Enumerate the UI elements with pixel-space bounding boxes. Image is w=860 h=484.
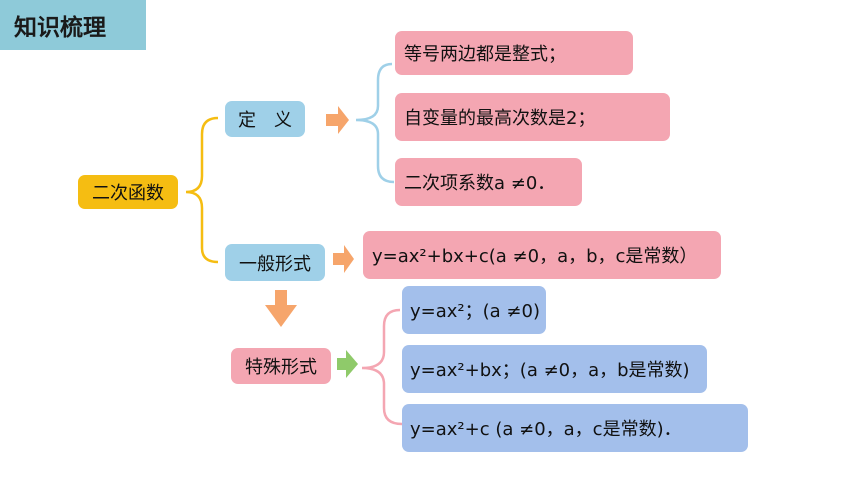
special-item-text: y=ax²；(a ≠0) bbox=[410, 301, 540, 322]
arrow-right-icon bbox=[326, 106, 349, 134]
special-item-text: y=ax²+bx；(a ≠0，a，b是常数) bbox=[410, 360, 690, 381]
general-form-node: 一般形式 bbox=[225, 244, 325, 281]
definition-item: 二次项系数a ≠0． bbox=[395, 158, 582, 206]
arrow-right-icon bbox=[333, 245, 354, 273]
special-form-node-label: 特殊形式 bbox=[245, 357, 317, 378]
definition-node-label: 定 义 bbox=[238, 110, 292, 131]
arrow-right-icon bbox=[337, 350, 358, 378]
root-node-label: 二次函数 bbox=[92, 183, 164, 204]
page-title: 知识梳理 bbox=[0, 0, 146, 50]
definition-item: 等号两边都是整式； bbox=[395, 31, 633, 75]
definition-node: 定 义 bbox=[225, 101, 305, 137]
special-form-node: 特殊形式 bbox=[231, 348, 331, 384]
definition-item-text: 自变量的最高次数是2； bbox=[404, 108, 596, 129]
definition-item-text: 二次项系数a ≠0． bbox=[404, 173, 556, 194]
root-brace bbox=[185, 116, 219, 264]
definition-item-text: 等号两边都是整式； bbox=[404, 44, 566, 65]
special-item-text: y=ax²+c (a ≠0，a，c是常数)． bbox=[410, 419, 682, 440]
page-title-text: 知识梳理 bbox=[14, 15, 106, 41]
general-formula-box: y=ax²+bx+c(a ≠0，a，b，c是常数） bbox=[363, 231, 721, 279]
special-item: y=ax²+bx；(a ≠0，a，b是常数) bbox=[402, 345, 707, 393]
general-form-node-label: 一般形式 bbox=[239, 253, 311, 275]
special-brace bbox=[361, 308, 403, 426]
general-formula-text: y=ax²+bx+c(a ≠0，a，b，c是常数） bbox=[372, 246, 698, 267]
special-item: y=ax²+c (a ≠0，a，c是常数)． bbox=[402, 404, 748, 452]
special-item: y=ax²；(a ≠0) bbox=[402, 286, 546, 334]
root-node: 二次函数 bbox=[78, 175, 178, 209]
definition-brace bbox=[355, 62, 395, 184]
definition-item: 自变量的最高次数是2； bbox=[395, 93, 670, 141]
arrow-down-icon bbox=[265, 290, 297, 327]
